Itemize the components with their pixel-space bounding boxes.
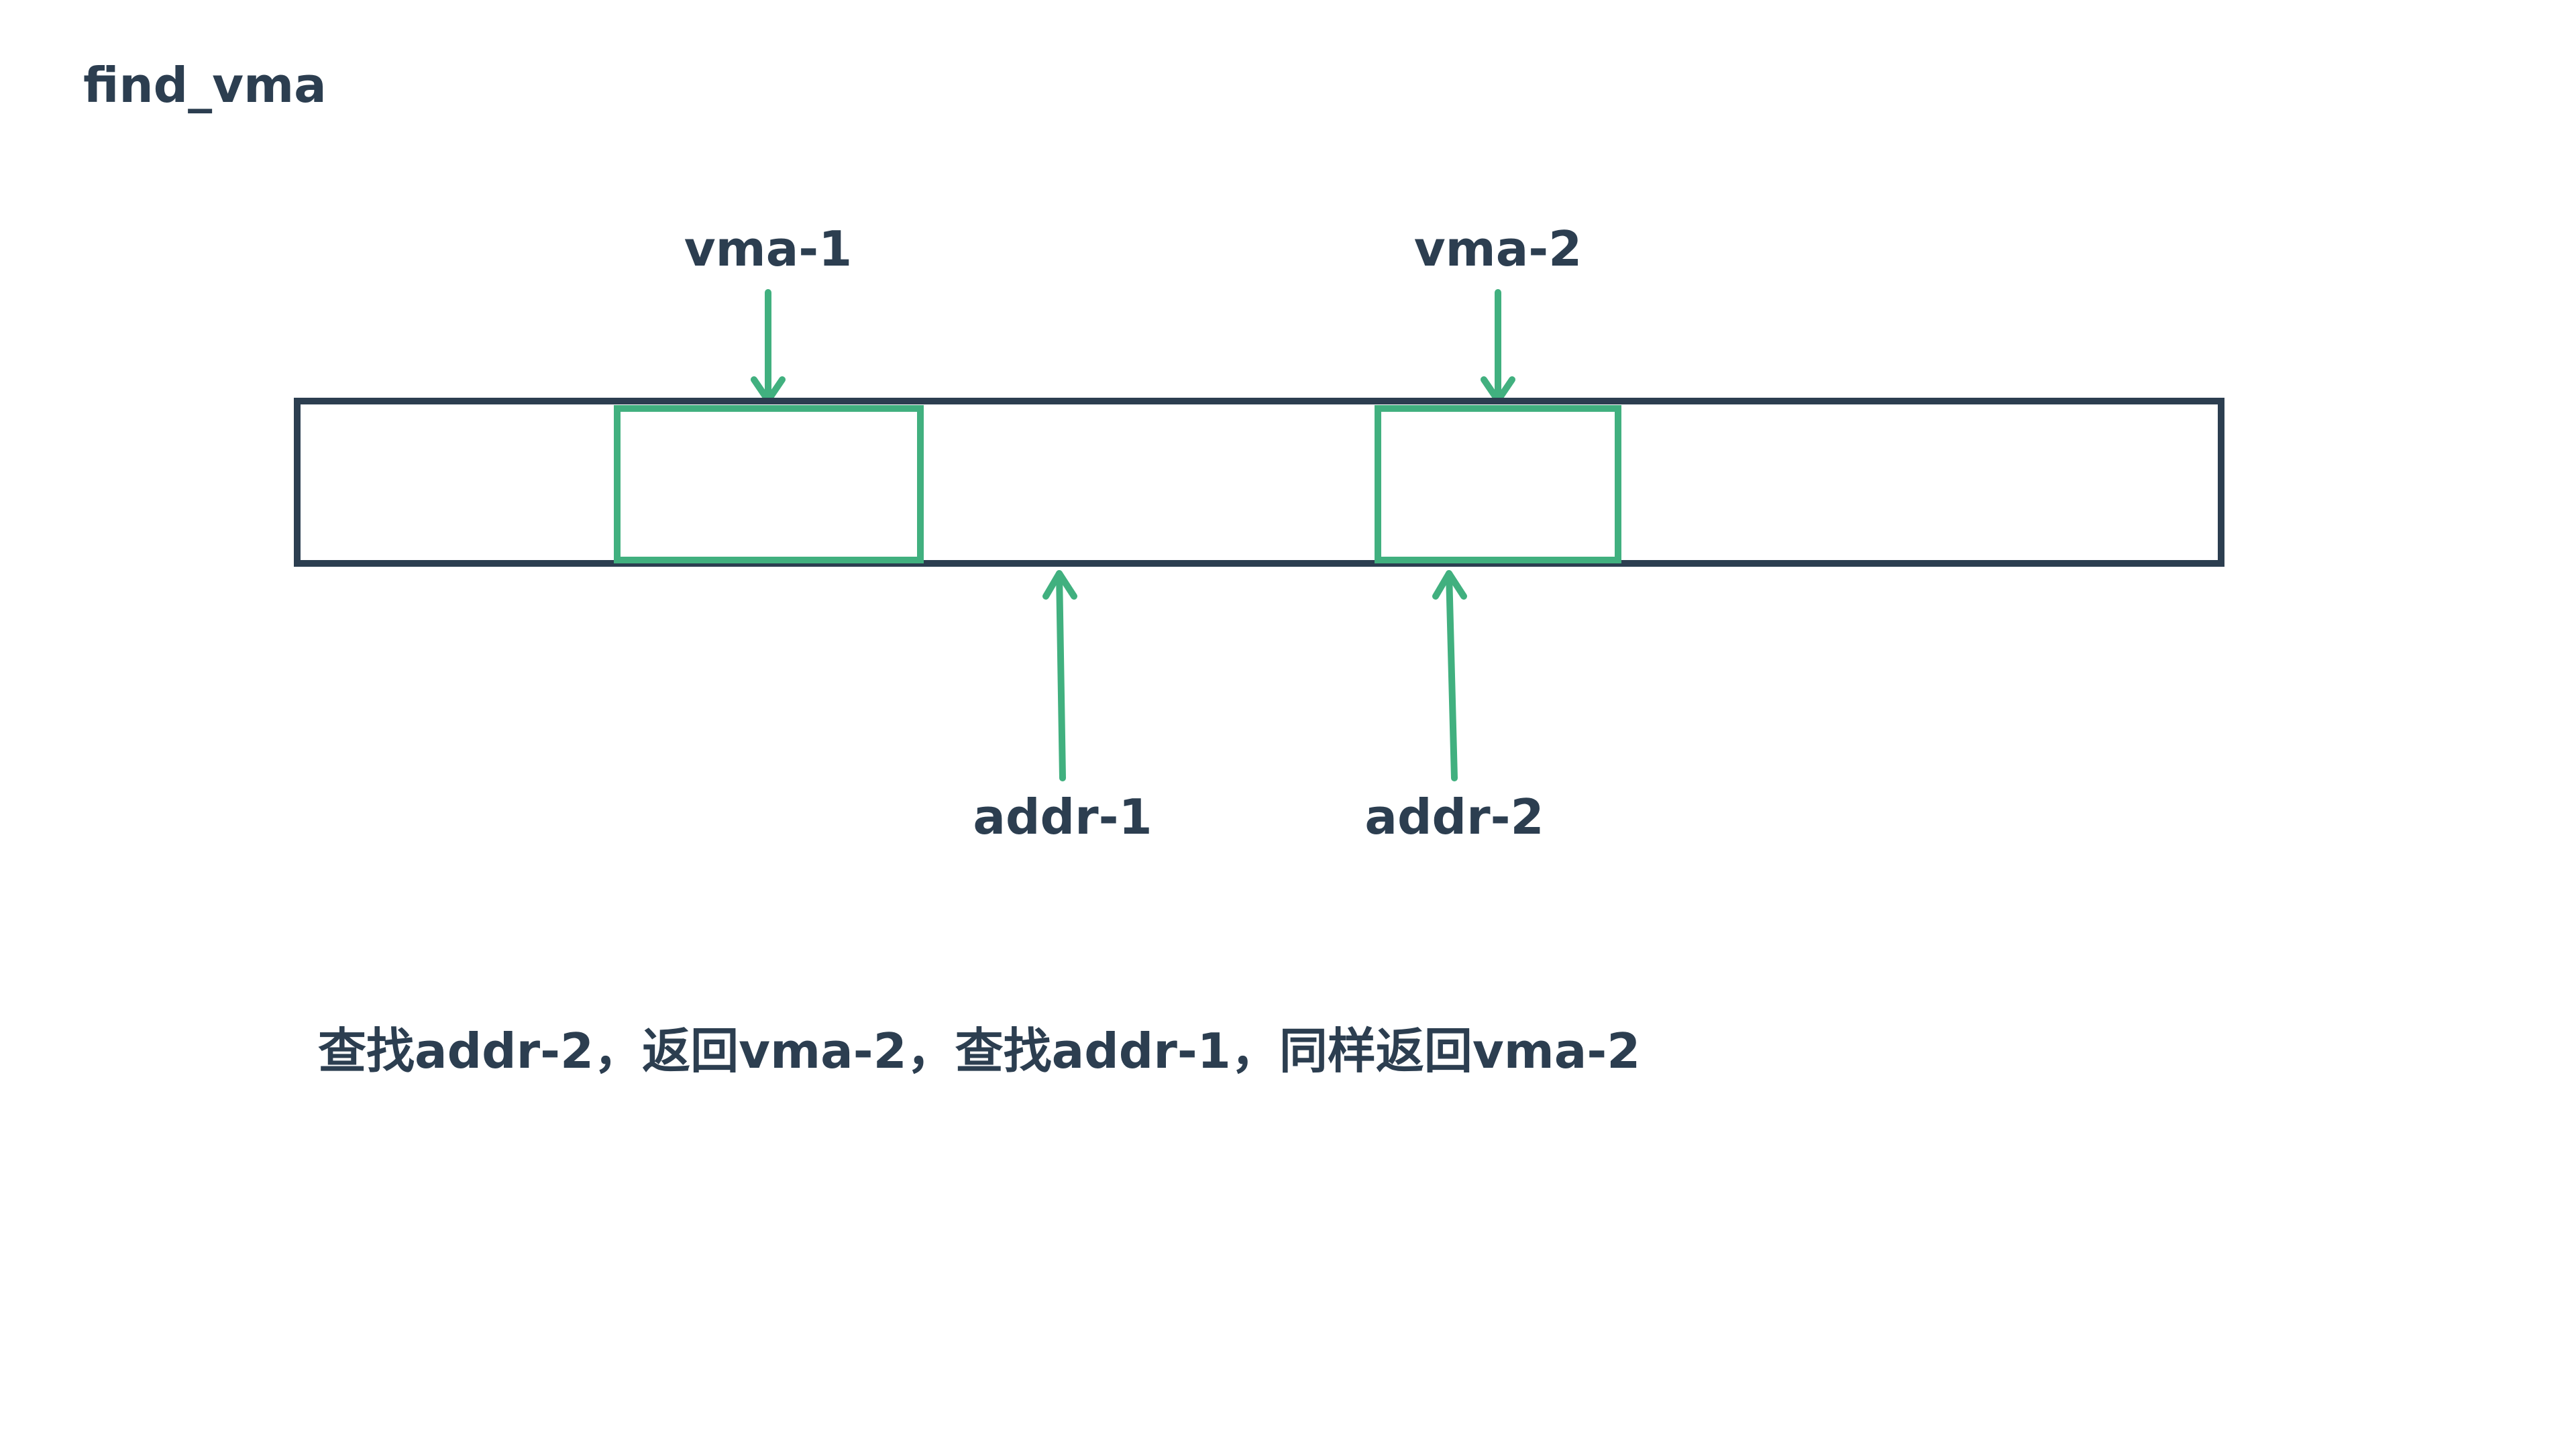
vma-1-region [614,405,924,563]
diagram-title: find_vma [83,57,327,113]
address-space-box [294,398,2224,567]
addr-2-arrow [1432,570,1467,781]
diagram-caption: 查找addr-2，返回vma-2，查找addr-1，同样返回vma-2 [318,1023,1640,1079]
addr-1-label: addr-1 [973,789,1152,845]
vma-2-region [1375,405,1621,563]
vma-2-arrow [1481,289,1515,404]
vma-1-label: vma-1 [684,221,853,277]
vma-1-arrow [751,289,786,404]
vma-2-label: vma-2 [1414,221,1582,277]
addr-2-label: addr-2 [1364,789,1544,845]
addr-1-arrow [1042,570,1077,781]
